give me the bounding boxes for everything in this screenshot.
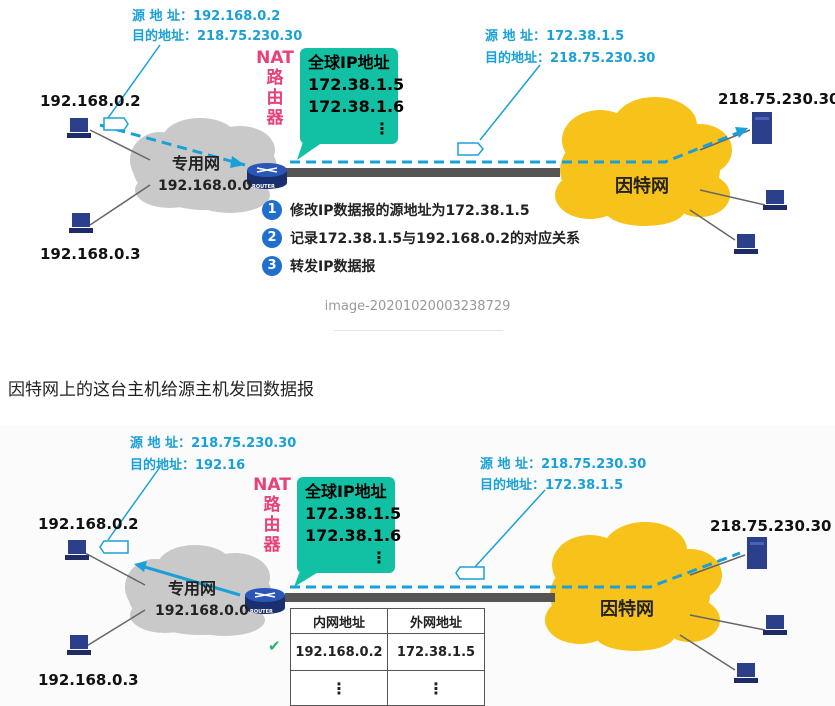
internet-label: 因特网 — [615, 176, 669, 197]
server-icon — [752, 112, 772, 144]
router-text: ROUTER — [250, 609, 273, 615]
table-row: 192.168.0.2 172.38.1.5 — [290, 633, 485, 671]
host-ip-top: 192.168.0.2 — [40, 92, 141, 110]
server-ip: 218.75.230.30 — [718, 90, 835, 108]
internet-label: 因特网 — [600, 599, 654, 620]
nat-translation-table: 内网地址 外网地址 192.168.0.2 172.38.1.5 ⋮ ⋮ — [290, 608, 485, 706]
private-network-cloud — [130, 118, 277, 213]
host-computer-icon — [69, 213, 93, 233]
image-caption: image-20201020003238729 — [324, 299, 511, 314]
server-ip: 218.75.230.30 — [710, 517, 832, 535]
private-network-label: 专用网 — [168, 579, 217, 598]
router-icon — [245, 588, 285, 614]
private-network-address: 192.168.0.0 — [158, 178, 252, 194]
packet-icon — [99, 540, 129, 554]
internet-cloud — [555, 97, 732, 226]
figure-1-graphics — [67, 44, 787, 254]
figure-2: 源 地 址：218.75.230.30 目的地址：192.16 源 地 址：21… — [0, 425, 835, 706]
backbone-link — [285, 168, 560, 177]
body-text: 因特网上的这台主机给源主机发回数据报 — [8, 380, 314, 400]
right-source-address: 源 地 址：218.75.230.30 — [480, 457, 647, 472]
packet-icon — [455, 566, 485, 580]
table-header: 外网地址 — [387, 608, 485, 634]
figure-2-graphics — [65, 466, 787, 683]
host-computer-icon — [65, 540, 89, 560]
packet-icon — [103, 117, 129, 131]
host-computer-icon — [67, 635, 91, 655]
source-address: 源 地 址：192.168.0.2 — [132, 9, 281, 24]
host-computer-icon — [734, 663, 758, 683]
private-network-label: 专用网 — [172, 154, 221, 173]
table-cell: ⋮ — [290, 670, 388, 706]
server-icon — [747, 537, 767, 569]
table-header: 内网地址 — [290, 608, 388, 634]
right-destination-address: 目的地址：218.75.230.30 — [485, 51, 656, 66]
figure-1: 源 地 址：192.168.0.2 目的地址：218.75.230.30 源 地… — [0, 0, 835, 335]
table-cell: ⋮ — [387, 670, 485, 706]
source-address: 源 地 址：218.75.230.30 — [130, 436, 297, 451]
check-icon: ✔ — [268, 637, 281, 655]
backbone-link — [285, 593, 555, 602]
packet-path — [99, 123, 246, 167]
host-computer-icon — [763, 615, 787, 635]
packet-path — [137, 563, 241, 597]
host-ip-bottom: 192.168.0.3 — [38, 671, 139, 689]
table-row: ⋮ ⋮ — [290, 670, 485, 706]
table-cell: 172.38.1.5 — [387, 633, 485, 671]
right-destination-address: 目的地址：172.38.1.5 — [480, 478, 624, 493]
global-ip-box: 全球IP地址 172.38.1.5 172.38.1.6 ⋮ — [297, 477, 401, 573]
host-computer-icon — [763, 190, 787, 210]
right-source-address: 源 地 址：172.38.1.5 — [485, 29, 625, 44]
caption-divider — [333, 330, 503, 331]
destination-address: 目的地址：192.16 — [130, 458, 246, 473]
host-computer-icon — [734, 234, 758, 254]
host-computer-icon — [67, 118, 91, 138]
table-cell: 192.168.0.2 — [290, 633, 388, 671]
private-network-address: 192.168.0.0 — [155, 603, 249, 619]
host-ip-bottom: 192.168.0.3 — [40, 245, 141, 263]
table-header-row: 内网地址 外网地址 — [290, 608, 485, 634]
destination-address: 目的地址：218.75.230.30 — [132, 29, 303, 44]
router-icon — [247, 163, 287, 189]
host-ip-top: 192.168.0.2 — [38, 515, 139, 533]
packet-icon — [457, 142, 484, 156]
global-ip-box: 全球IP地址 172.38.1.5 172.38.1.6 ⋮ — [300, 48, 404, 144]
router-text: ROUTER — [252, 184, 275, 190]
